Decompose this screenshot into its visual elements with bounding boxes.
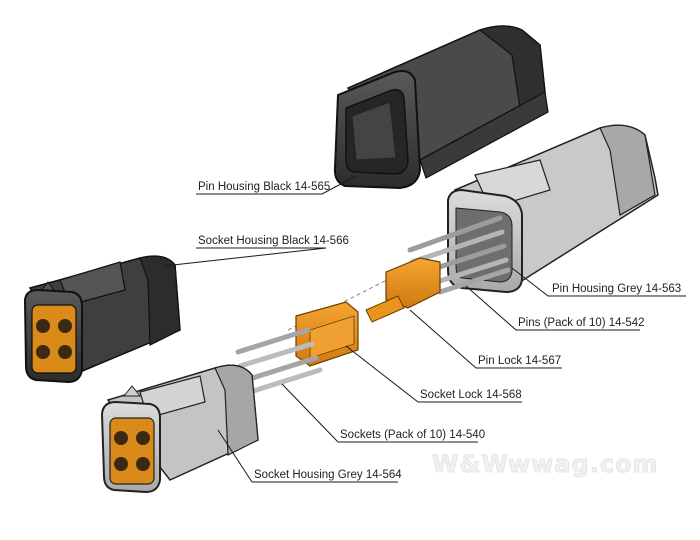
label-pin-lock: Pin Lock 14-567 bbox=[478, 355, 561, 367]
label-socket-housing-grey: Socket Housing Grey 14-564 bbox=[254, 469, 402, 481]
pin-housing-black bbox=[333, 25, 549, 190]
label-socket-housing-black: Socket Housing Black 14-566 bbox=[198, 235, 349, 247]
watermark-site: wwag.com bbox=[508, 450, 659, 478]
socket-housing-grey bbox=[100, 364, 259, 494]
label-socket-lock: Socket Lock 14-568 bbox=[420, 389, 522, 401]
label-pins-pack: Pins (Pack of 10) 14-542 bbox=[518, 317, 645, 329]
sockets-pack bbox=[235, 327, 323, 395]
pin-housing-grey bbox=[447, 124, 659, 294]
pin-lock bbox=[365, 257, 441, 323]
watermark-logo: W&W bbox=[432, 450, 509, 478]
label-pin-housing-black: Pin Housing Black 14-565 bbox=[198, 181, 330, 193]
leader-lines bbox=[163, 175, 686, 483]
label-sockets-pack: Sockets (Pack of 10) 14-540 bbox=[340, 429, 485, 441]
socket-housing-black bbox=[23, 255, 181, 384]
label-pin-housing-grey: Pin Housing Grey 14-563 bbox=[552, 283, 681, 295]
watermark: W&W wwag.com bbox=[432, 450, 659, 479]
socket-lock bbox=[295, 301, 359, 367]
